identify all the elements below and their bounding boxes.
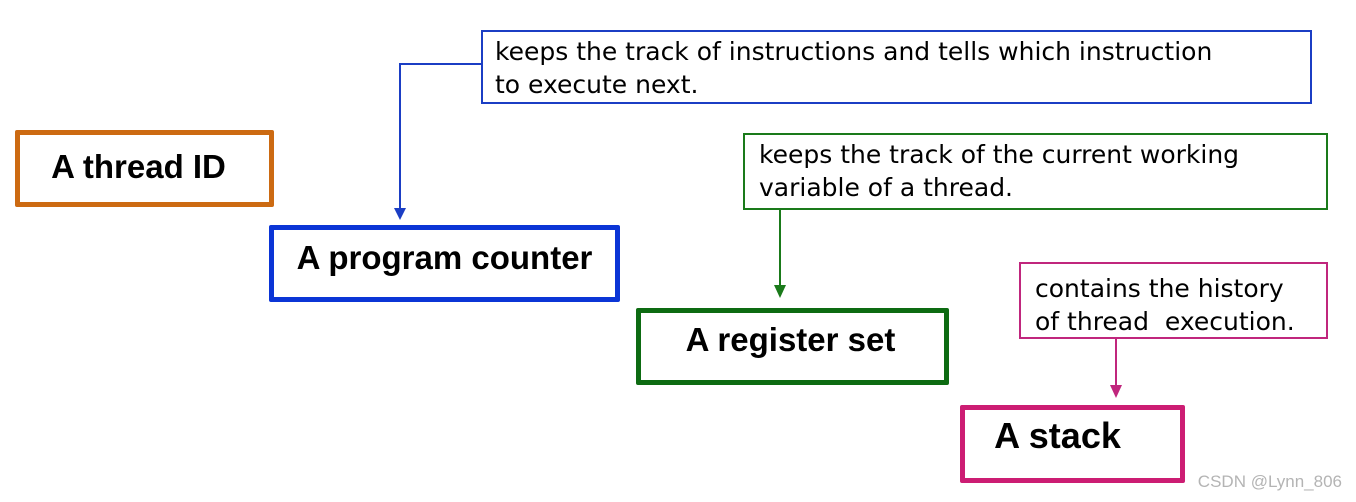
register-set-note: keeps the track of the current working v… xyxy=(743,133,1328,210)
program-counter-label: A program counter xyxy=(296,239,593,276)
stack-arrowhead xyxy=(1110,385,1122,398)
register-set-note-line: variable of a thread. xyxy=(759,173,1014,202)
register-set-arrowhead xyxy=(774,285,786,298)
program-counter-connector xyxy=(399,63,481,210)
register-set-box: A register set xyxy=(636,308,949,385)
thread-id-box: A thread ID xyxy=(15,130,274,207)
program-counter-note-line: keeps the track of instructions and tell… xyxy=(495,37,1213,66)
register-set-label: A register set xyxy=(685,321,896,358)
program-counter-box: A program counter xyxy=(269,225,620,302)
stack-label: A stack xyxy=(994,415,1121,456)
stack-box: A stack xyxy=(960,405,1185,483)
program-counter-arrowhead xyxy=(394,208,406,220)
program-counter-note-line: to execute next. xyxy=(495,70,699,99)
thread-id-label: A thread ID xyxy=(51,147,226,185)
register-set-note-line: keeps the track of the current working xyxy=(759,140,1240,169)
stack-note: contains the history of thread execution… xyxy=(1019,262,1328,339)
stack-note-line: contains the history xyxy=(1035,274,1284,303)
program-counter-note: keeps the track of instructions and tell… xyxy=(481,30,1312,104)
watermark: CSDN @Lynn_806 xyxy=(1197,472,1342,491)
stack-note-line: of thread execution. xyxy=(1035,307,1295,336)
